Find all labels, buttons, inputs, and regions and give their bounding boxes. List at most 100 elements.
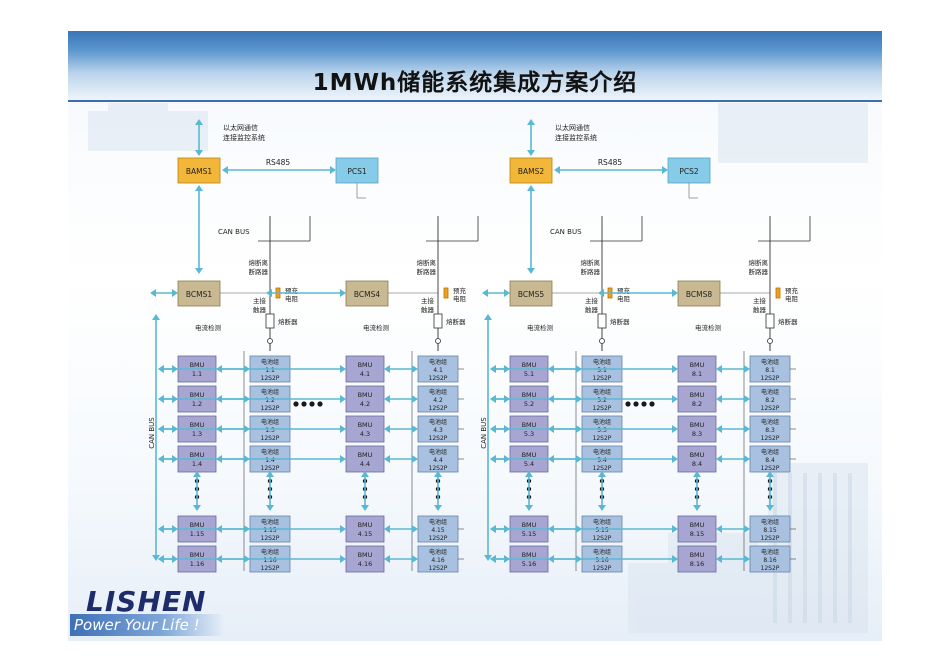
right-col1-precharge-label-line1: 预充 bbox=[617, 286, 631, 295]
right-canbus-trunk-head-bottom bbox=[484, 555, 492, 561]
right-col2-row6-pack-label: 电池组 bbox=[761, 548, 779, 556]
left-col2-row6-bmu-pack-arrow-head-right bbox=[412, 555, 418, 563]
right-col1-fuse-symbol bbox=[597, 313, 607, 329]
left-col2-row1-pack-box bbox=[417, 355, 459, 383]
right-col2-row2-bmu-label: BMU bbox=[690, 391, 705, 399]
right-col2-main-contactor-line2: 触器 bbox=[753, 305, 767, 314]
left-col2-row2-bmu-label: BMU bbox=[358, 391, 373, 399]
right-canbus-arrow-head-bottom bbox=[527, 268, 535, 274]
right-col2-bcms-label: BCMS8 bbox=[686, 290, 712, 299]
right-col1-row6-bmu-number: 5.16 bbox=[522, 560, 536, 568]
left-col2-fuse-label: 熔断器 bbox=[446, 317, 466, 326]
left-col2-precharge-label-line1: 预充 bbox=[453, 286, 467, 295]
left-col1-row6-pack-label: 电池组 bbox=[261, 548, 279, 556]
right-pcs-box bbox=[667, 157, 711, 184]
right-col2-row2-bmu-number: 8.2 bbox=[692, 400, 702, 408]
right-trunk-bcms-arrow-head-left bbox=[482, 289, 488, 297]
right-ethernet-arrow-head-bottom bbox=[527, 150, 535, 156]
left-pcs-box bbox=[335, 157, 379, 184]
right-col2-row2-pack-config: 12S2P bbox=[761, 405, 780, 412]
left-col2-row2-bmu-pack-arrow-head-left bbox=[384, 395, 390, 403]
right-col2-row2-bmu-can-arrow-head-right bbox=[672, 395, 678, 403]
right-bams-box bbox=[509, 157, 553, 184]
brand-slogan: Power Your Life ! bbox=[74, 616, 200, 634]
left-col1-bmu-vertical-arrow-head-top bbox=[193, 471, 201, 477]
left-col1-fuse-symbol bbox=[265, 313, 275, 329]
right-col2-row5-pack-box bbox=[749, 515, 791, 543]
right-col2-row2-bmu-can-arrow-head-left bbox=[490, 395, 496, 403]
left-col2-row1-pack-label: 电池组 bbox=[429, 358, 447, 366]
right-pcs-label: PCS2 bbox=[679, 167, 699, 176]
left-ethernet-arrow-head-top bbox=[195, 119, 203, 125]
right-col1-row4-pack-number: 5.4 bbox=[597, 457, 607, 464]
right-canbus-top-label: CAN BUS bbox=[550, 228, 582, 236]
right-col2-row5-bmu-can-arrow-head-left bbox=[490, 525, 496, 533]
left-ethernet-note-line2: 连接监控系统 bbox=[223, 133, 265, 142]
left-col1-pack-vertical-arrow-head-bottom bbox=[266, 505, 274, 511]
right-col2-row5-bmu-can-arrow-head-right bbox=[672, 525, 678, 533]
right-col1-precharge-label-line2: 电阻 bbox=[617, 294, 631, 303]
right-col1-row4-pack-config: 12S2P bbox=[593, 465, 612, 472]
right-col2-row1-pack-config: 12S2P bbox=[761, 375, 780, 382]
right-col2-row3-bmu-box bbox=[677, 415, 717, 443]
left-col1-row4-bmu-number: 1.4 bbox=[192, 460, 202, 468]
right-col1-row3-pack-label: 电池组 bbox=[593, 418, 611, 426]
left-col2-row2-pack-number: 4.2 bbox=[433, 397, 443, 404]
left-col2-row3-bmu-pack-arrow-head-right bbox=[412, 425, 418, 433]
right-col2-row1-pack-box bbox=[749, 355, 791, 383]
left-col1-current-sensor bbox=[267, 338, 273, 344]
right-col2-row1-bmu-label: BMU bbox=[690, 361, 705, 369]
left-col1-bcms-box bbox=[177, 280, 221, 307]
left-col1-row3-bmu-label: BMU bbox=[190, 421, 205, 429]
right-col2-bmu-vertical-arrow-head-top bbox=[693, 471, 701, 477]
left-col2-pack-vertical-arrow-head-bottom bbox=[434, 505, 442, 511]
right-col1-current-detect-label: 电流检测 bbox=[527, 323, 554, 332]
right-col2-row2-bmu-pack-arrow-head-left bbox=[716, 395, 722, 403]
left-col1-precharge-label-line2: 电阻 bbox=[285, 294, 299, 303]
left-col2-row2-bmu-can-arrow-head-left bbox=[158, 395, 164, 403]
left-col2-row2-bmu-box bbox=[345, 385, 385, 413]
left-col2-row3-bmu-can-arrow-head-left bbox=[158, 425, 164, 433]
left-col2-row2-pack-label: 电池组 bbox=[429, 388, 447, 396]
left-col2-row3-pack-number: 4.3 bbox=[433, 427, 443, 434]
left-col2-row1-pack-config: 12S2P bbox=[429, 375, 448, 382]
right-more-columns-dot bbox=[625, 401, 631, 407]
right-col2-row3-bmu-can-arrow-head-left bbox=[490, 425, 496, 433]
left-col1-main-contactor-line1: 主接 bbox=[253, 296, 267, 305]
left-col2-row6-bmu-pack-arrow-head-left bbox=[384, 555, 390, 563]
right-col1-row1-pack-number: 5.1 bbox=[597, 367, 607, 374]
left-more-columns-dot bbox=[293, 401, 299, 407]
left-canbus-side-label: CAN BUS bbox=[148, 417, 156, 449]
left-col2-fuse-disconnector-line1: 熔断离 bbox=[417, 258, 437, 267]
left-col1-row1-pack-config: 12S2P bbox=[261, 375, 280, 382]
right-col2-bcms-link-arrow-head-right bbox=[672, 289, 678, 297]
right-col1-row4-bmu-number: 5.4 bbox=[524, 460, 534, 468]
right-col2-precharge-resistor bbox=[775, 287, 781, 299]
left-col2-current-detect-label: 电流检测 bbox=[363, 323, 390, 332]
left-col2-row6-bmu-can-arrow-head-left bbox=[158, 555, 164, 563]
left-col2-row4-bmu-can-arrow-head-left bbox=[158, 455, 164, 463]
left-col2-row6-pack-box bbox=[417, 545, 459, 573]
right-col2-row3-bmu-number: 8.3 bbox=[692, 430, 702, 438]
left-col2-row5-bmu-number: 4.15 bbox=[358, 530, 372, 538]
left-col2-row5-bmu-can-arrow-head-right bbox=[340, 525, 346, 533]
left-rs485-arrow-head-left bbox=[222, 166, 228, 174]
right-col1-row2-pack-label: 电池组 bbox=[593, 388, 611, 396]
right-col2-row1-bmu-pack-arrow-head-left bbox=[716, 365, 722, 373]
left-trunk-bcms-arrow-head-right bbox=[172, 289, 178, 297]
right-col1-row5-pack-label: 电池组 bbox=[593, 518, 611, 526]
right-col1-row1-pack-config: 12S2P bbox=[593, 375, 612, 382]
left-col2-row4-bmu-number: 4.4 bbox=[360, 460, 370, 468]
left-col1-row2-pack-number: 1.2 bbox=[265, 397, 275, 404]
left-col2-row6-bmu-number: 4.16 bbox=[358, 560, 372, 568]
right-col1-row6-bmu-label: BMU bbox=[522, 551, 537, 559]
right-col2-row6-bmu-can-arrow-head-left bbox=[490, 555, 496, 563]
left-col1-row4-pack-number: 1.4 bbox=[265, 457, 275, 464]
left-col2-row1-bmu-number: 4.1 bbox=[360, 370, 370, 378]
left-col1-row2-bmu-label: BMU bbox=[190, 391, 205, 399]
left-col2-row3-pack-label: 电池组 bbox=[429, 418, 447, 426]
left-col2-bmu-vertical-arrow-head-top bbox=[361, 471, 369, 477]
right-col2-row4-bmu-pack-arrow-head-left bbox=[716, 455, 722, 463]
right-ethernet-note-line1: 以太网通信 bbox=[555, 123, 590, 132]
left-col1-row4-pack-label: 电池组 bbox=[261, 448, 279, 456]
